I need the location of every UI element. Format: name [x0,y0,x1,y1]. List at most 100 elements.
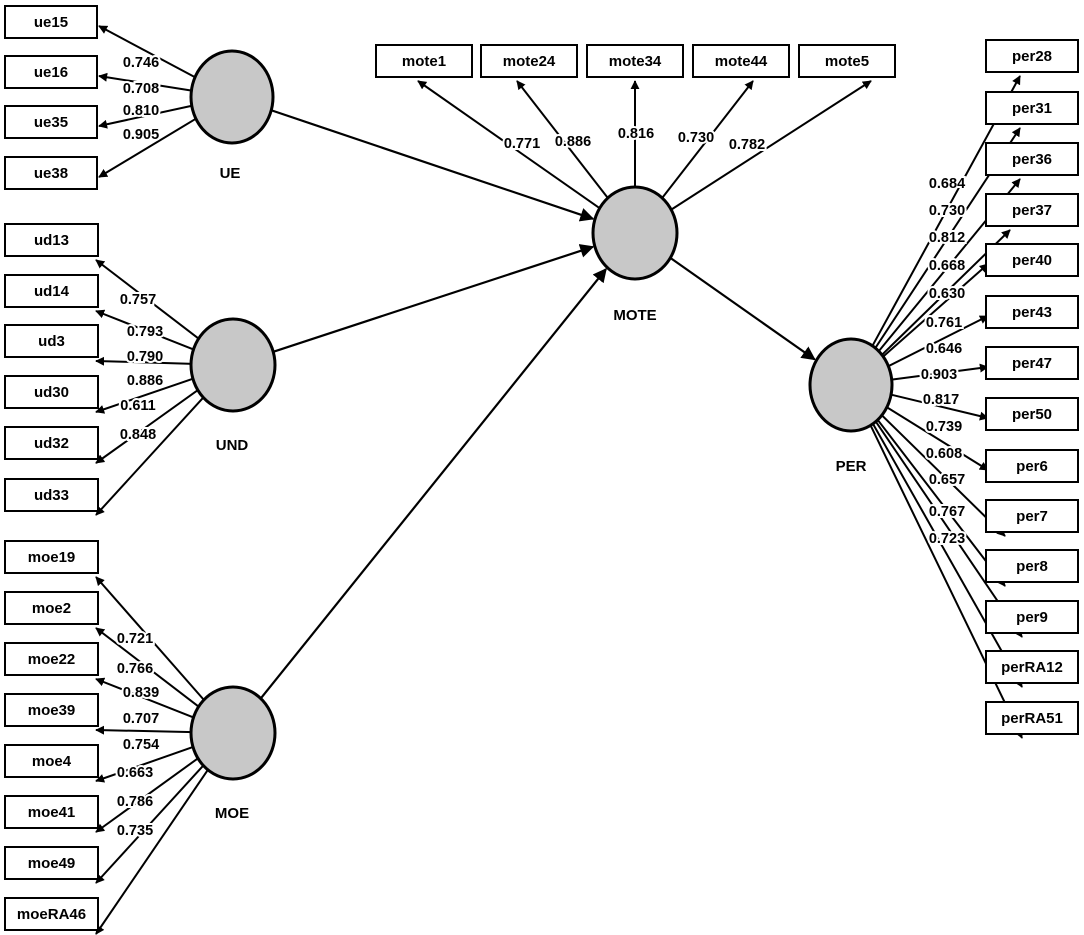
loading-arrow-ud3 [95,356,194,366]
loading-arrow-moera46 [95,767,210,935]
indicator-label: per50 [1012,406,1052,423]
indicator-box [692,44,790,78]
indicator-per37: per37 [985,193,1079,227]
indicator-label: moe22 [28,651,76,668]
indicator-label: mote44 [715,53,768,70]
indicator-label: mote34 [609,53,662,70]
construct-moe: MOE [189,685,277,822]
indicator-box [4,426,99,460]
indicator-box [4,897,99,931]
construct-ellipse [808,337,894,433]
indicator-label: perRA12 [1001,659,1063,676]
indicator-box [985,142,1079,176]
loading-arrow-mote1 [417,80,602,211]
indicator-label: per47 [1012,355,1052,372]
construct-per: PER [808,337,894,475]
loading-arrow-per6 [884,405,989,471]
indicator-box [4,223,99,257]
indicator-box [4,156,98,190]
indicator-ud14: ud14 [4,274,99,308]
indicator-box [4,105,98,139]
loading-value: 0.663 [117,765,153,781]
loading-value: 0.754 [123,737,159,753]
indicator-label: ud3 [38,333,65,350]
indicator-per7: per7 [985,499,1079,533]
path-mote-to-per [669,256,816,361]
path-moe-to-mote [259,267,607,700]
construct-label: UE [220,165,241,182]
loading-value: 0.905 [123,127,159,143]
indicator-ud30: ud30 [4,375,99,409]
indicator-ud33: ud33 [4,478,99,512]
indicator-moe4: moe4 [4,744,99,778]
indicator-box [375,44,473,78]
loading-arrow-perra12 [871,421,1023,688]
indicator-box [798,44,896,78]
construct-ellipse [189,317,277,413]
indicator-ue16: ue16 [4,55,98,89]
indicator-per31: per31 [985,91,1079,125]
loading-arrow-per40 [881,263,989,359]
loading-arrow-ud33 [95,395,206,516]
indicator-label: per28 [1012,48,1052,65]
loading-value: 0.793 [127,324,163,340]
indicator-label: per40 [1012,252,1052,269]
indicator-box [4,744,99,778]
loading-value: 0.657 [929,472,965,488]
indicator-label: moe19 [28,549,76,566]
loading-value: 0.730 [929,203,965,219]
indicator-box [4,591,99,625]
indicator-label: ue38 [34,165,68,182]
indicator-ue38: ue38 [4,156,98,190]
loading-value: 0.735 [117,823,153,839]
indicator-boxes: ue15ue16ue35ue38ud13ud14ud3ud30ud32ud33m… [4,5,1079,931]
construct-mote: MOTE [591,185,679,324]
loading-arrow-moe19 [95,576,206,703]
indicator-per40: per40 [985,243,1079,277]
indicator-box [480,44,578,78]
indicator-box [4,795,99,829]
indicator-mote34: mote34 [586,44,684,78]
loading-value: 0.707 [123,711,159,727]
loading-arrow-ue16 [98,72,194,92]
loading-value: 0.708 [123,81,159,97]
indicator-label: ue16 [34,64,68,81]
construct-label: PER [836,458,867,475]
indicator-box [4,55,98,89]
loading-value: 0.611 [120,398,156,414]
indicator-box [4,846,99,880]
indicator-label: moe4 [32,753,72,770]
loading-arrow-mote24 [516,80,610,201]
indicator-label: per43 [1012,304,1052,321]
loading-value: 0.646 [926,341,962,357]
indicator-label: moe41 [28,804,76,821]
indicator-moera46: moeRA46 [4,897,99,931]
construct-und: UND [189,317,277,454]
indicator-box [985,193,1079,227]
indicator-label: mote24 [503,53,556,70]
indicator-per6: per6 [985,449,1079,483]
indicator-box [4,693,99,727]
loading-arrow-per47 [889,363,989,381]
loading-value: 0.757 [120,292,156,308]
loading-value: 0.812 [929,230,965,246]
loading-arrow-ue38 [98,116,199,178]
indicator-moe2: moe2 [4,591,99,625]
indicator-box [4,642,99,676]
path-und-to-mote [272,244,595,353]
loading-value: 0.790 [127,349,163,365]
measurement-edges [95,25,1023,935]
indicator-mote44: mote44 [692,44,790,78]
loading-value: 0.630 [929,286,965,302]
loading-arrow-per8 [875,417,1006,587]
indicator-label: ud14 [34,283,70,300]
loading-value: 0.608 [926,446,962,462]
indicator-per36: per36 [985,142,1079,176]
indicator-label: mote1 [402,53,446,70]
indicator-per50: per50 [985,397,1079,431]
indicator-per43: per43 [985,295,1079,329]
loading-value: 0.668 [929,258,965,274]
indicator-label: ud33 [34,487,69,504]
indicator-box [4,5,98,39]
indicator-label: ue35 [34,114,68,131]
